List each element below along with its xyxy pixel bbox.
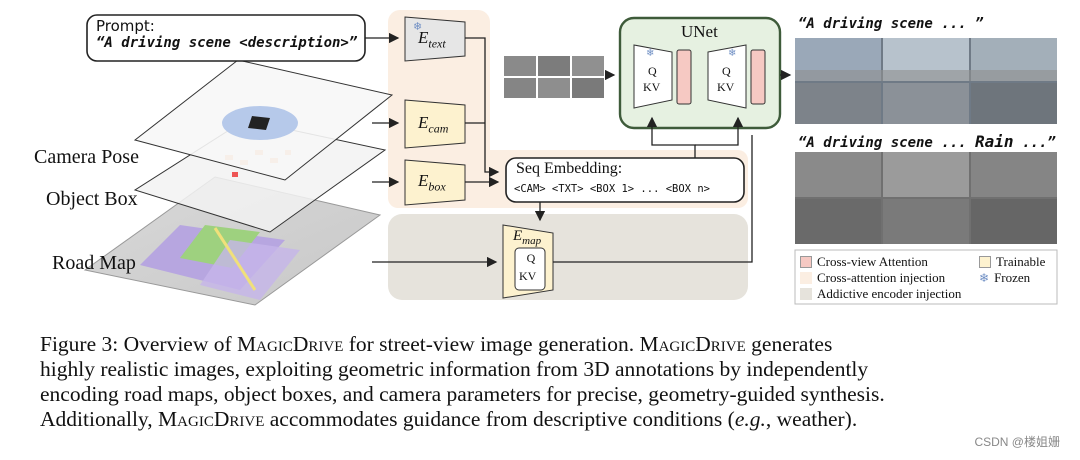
caption-line-3: encoding road maps, object boxes, and ca…: [40, 382, 885, 406]
seq-embedding-box: [505, 157, 745, 203]
caption-line-4: Additionally, MagicDrive accommodates gu…: [40, 407, 858, 431]
legend-trainable: Trainable: [979, 254, 1045, 270]
legend-swatch-trainable: [979, 256, 991, 268]
map-encoder-qkv-block: [514, 247, 546, 291]
frozen-icon: ❄: [413, 21, 422, 33]
output-images-clear: [795, 38, 1057, 124]
road-map-label: Road Map: [52, 252, 136, 274]
camera-pose-plane: [133, 59, 394, 181]
cam-encoder: [404, 99, 466, 149]
object-box-label: Object Box: [46, 188, 138, 210]
unet-down-kv: KV: [643, 80, 661, 94]
unet-down-q: Q: [648, 64, 657, 78]
seq-embedding-tokens: <CAM> <TXT> <BOX 1> ... <BOX n>: [514, 183, 710, 195]
unet-up-cross-view: [750, 49, 766, 105]
legend-frozen: ❄ Frozen: [979, 270, 1030, 286]
legend-cross-view: Cross-view Attention: [800, 254, 928, 270]
cam-encoder-label: Ecam: [418, 113, 449, 136]
overview-diagram: ❄ ❄ ❄: [83, 10, 1058, 306]
flow-arrows: [365, 32, 792, 268]
unet-frozen-icon-1: ❄: [646, 48, 654, 59]
text-encoder: [404, 16, 466, 62]
unet-up-q: Q: [722, 64, 731, 78]
caption-line-1: Figure 3: Overview of MagicDrive for str…: [40, 332, 833, 356]
output-images-rain: [795, 152, 1057, 244]
map-encoder-label: Emap: [513, 228, 542, 247]
watermark: CSDN @楼姐姗: [974, 435, 1060, 449]
unet-title: UNet: [681, 22, 718, 41]
output-caption-clear: “A driving scene ... ”: [798, 16, 984, 32]
additive-injection-panel: [388, 214, 748, 300]
legend-trainable-text: Trainable: [996, 254, 1046, 269]
unet-down-cross-view: [676, 49, 692, 105]
noise-latent-grid: [504, 56, 604, 98]
legend-swatch-cross-injection: [800, 272, 812, 284]
box-encoder-label: Ebox: [418, 171, 446, 194]
camera-pose-label: Camera Pose: [34, 146, 139, 168]
legend-swatch-cross-view: [800, 256, 812, 268]
legend-cross-injection: Cross-attention injection: [800, 270, 945, 286]
text-encoder-label: Etext: [418, 28, 446, 51]
unet-up-block: [707, 44, 747, 109]
legend-frozen-text: Frozen: [994, 270, 1031, 285]
caption-line-2: highly realistic images, exploiting geom…: [40, 357, 869, 381]
road-map-plane: [83, 176, 382, 306]
output-caption-rain: “A driving scene ... Rain ...”: [798, 132, 1056, 151]
legend-cross-injection-text: Cross-attention injection: [817, 270, 946, 285]
prompt-label: Prompt:: [96, 17, 155, 35]
box-encoder: [404, 159, 466, 206]
seq-embedding-title: Seq Embedding:: [516, 160, 623, 177]
legend-additive-text: Addictive encoder injection: [817, 286, 962, 301]
unet-down-block: [633, 44, 673, 109]
unet-up-kv: KV: [717, 80, 735, 94]
figure-caption: Figure 3: Overview of MagicDrive for str…: [40, 332, 1050, 432]
legend-additive: Addictive encoder injection: [800, 286, 961, 302]
map-encoder-q: Q: [526, 251, 536, 265]
prompt-text: “A driving scene <description>”: [96, 35, 358, 51]
legend-cross-view-text: Cross-view Attention: [817, 254, 928, 269]
map-encoder-kv: KV: [519, 269, 537, 283]
legend-swatch-additive: [800, 288, 812, 300]
legend-snowflake-icon: ❄: [979, 270, 990, 285]
legend-box: [794, 249, 1058, 305]
unet-frozen-icon-2: ❄: [728, 48, 736, 59]
